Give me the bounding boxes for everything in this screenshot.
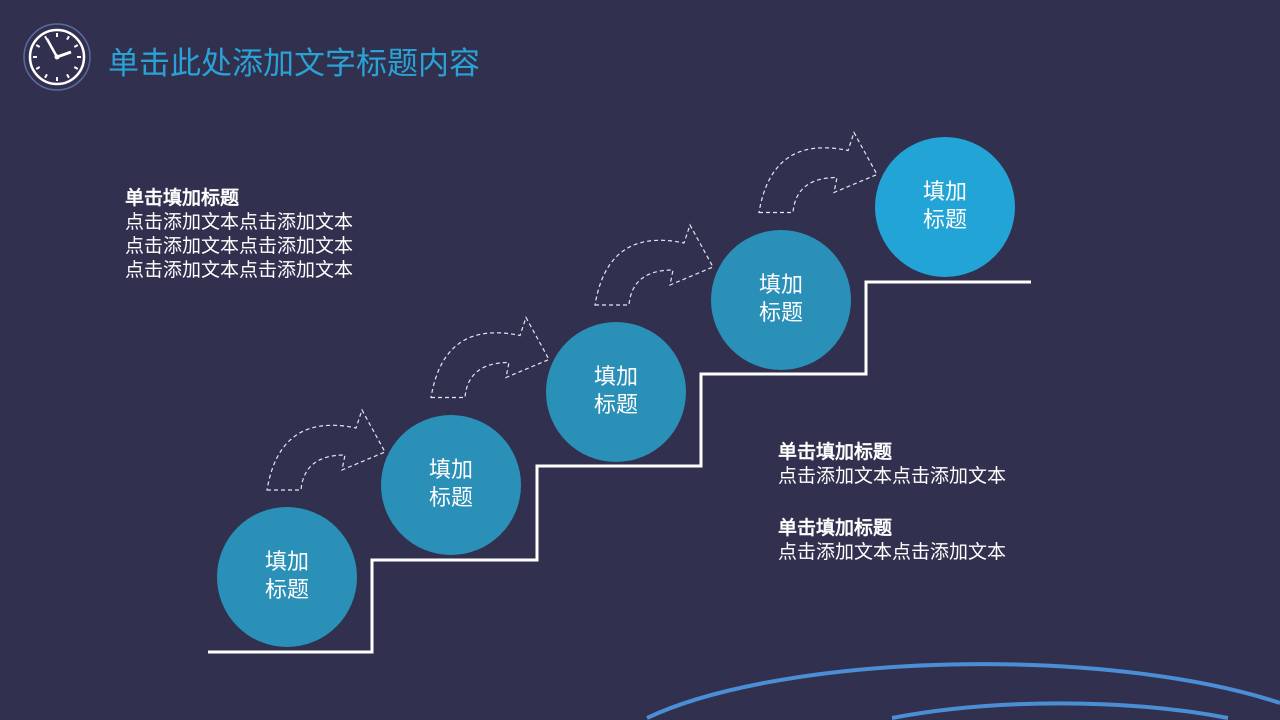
step-label: 填加标题 <box>428 458 473 511</box>
block-line: 点击添加文本点击添加文本 <box>778 465 1007 487</box>
block-heading: 单击填加标题 <box>125 187 240 209</box>
block-line: 点击添加文本点击添加文本 <box>125 235 354 257</box>
block-line: 点击添加文本点击添加文本 <box>125 211 354 233</box>
clock-icon <box>23 23 91 91</box>
step-circle-3[interactable]: 填加标题 <box>546 322 686 462</box>
block-line: 点击添加文本点击添加文本 <box>778 541 1007 563</box>
step-label: 填加标题 <box>758 273 803 326</box>
text-block-1: 单击填加标题 点击添加文本点击添加文本 点击添加文本点击添加文本 点击添加文本点… <box>125 186 353 282</box>
text-block-3: 单击填加标题 点击添加文本点击添加文本 <box>778 516 1006 564</box>
step-label: 填加标题 <box>593 365 638 418</box>
step-circle-1[interactable]: 填加标题 <box>217 507 357 647</box>
step-circle-2[interactable]: 填加标题 <box>381 415 521 555</box>
step-label: 填加标题 <box>264 550 309 603</box>
dashed-arrow-icon <box>758 131 878 214</box>
page-title: 单击此处添加文字标题内容 <box>108 46 480 82</box>
block-heading: 单击填加标题 <box>778 441 893 463</box>
stair-line <box>208 280 1031 654</box>
step-circle-5[interactable]: 填加标题 <box>875 137 1015 277</box>
dashed-arrow-icon <box>430 316 550 399</box>
step-label: 填加标题 <box>922 180 967 233</box>
step-circle-4[interactable]: 填加标题 <box>711 230 851 370</box>
decorative-arc <box>646 662 1280 720</box>
block-line: 点击添加文本点击添加文本 <box>125 259 354 281</box>
block-heading: 单击填加标题 <box>778 517 893 539</box>
dashed-arrow-icon <box>266 408 386 491</box>
dashed-arrow-icon <box>594 223 714 306</box>
text-block-2: 单击填加标题 点击添加文本点击添加文本 <box>778 440 1006 488</box>
decorative-arc <box>891 701 1229 720</box>
